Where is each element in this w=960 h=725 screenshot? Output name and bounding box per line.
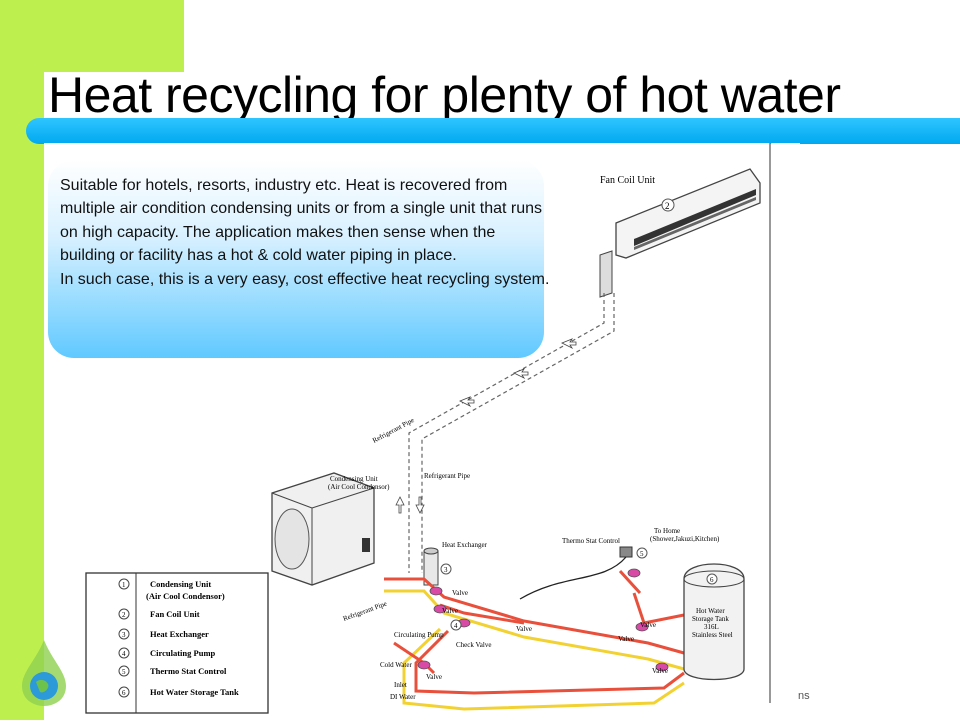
svg-text:To Home: To Home — [654, 527, 680, 535]
diagram-svg: Fan Coil Unit 2 Refrigerant Pipe Refrige… — [85, 132, 801, 714]
legend-label: Thermo Stat Control — [150, 666, 227, 676]
svg-text:Valve: Valve — [652, 667, 668, 675]
svg-text:Refrigerant Pipe: Refrigerant Pipe — [424, 472, 470, 480]
callout-4 — [450, 619, 462, 631]
svg-text:4: 4 — [454, 622, 458, 630]
legend-label: (Air Cool Condensor) — [146, 591, 225, 601]
svg-text:6: 6 — [710, 576, 714, 584]
legend-number-6 — [118, 686, 130, 698]
description-paragraph-2: In such case, this is a very easy, cost … — [60, 270, 550, 288]
legend-number-text: 1 — [122, 581, 126, 589]
title-underline-bar — [26, 118, 960, 144]
eco-droplet-logo-icon — [14, 638, 74, 708]
diagram-legend — [85, 572, 269, 714]
svg-text:Heat Exchanger: Heat Exchanger — [442, 541, 488, 549]
description-callout — [48, 160, 544, 358]
svg-text:Valve: Valve — [452, 589, 468, 597]
legend-rows: 1 Condensing Unit (Air Cool Condensor) 2 Fan… — [118, 578, 239, 698]
svg-text:Thermo Stat Control: Thermo Stat Control — [562, 537, 620, 545]
svg-text:316L: 316L — [704, 623, 719, 631]
svg-text:Valve: Valve — [516, 625, 532, 633]
svg-text:DI Water: DI Water — [390, 693, 416, 701]
svg-text:Hot Water: Hot Water — [696, 607, 725, 615]
legend-label: Circulating Pump — [150, 648, 216, 658]
description-paragraph-1: Suitable for hotels, resorts, industry e… — [60, 177, 543, 265]
legend-number-5 — [118, 665, 130, 677]
svg-text:2: 2 — [665, 201, 670, 211]
svg-text:Valve: Valve — [442, 607, 458, 615]
green-accent-bar — [0, 0, 44, 720]
description-text: Suitable for hotels, resorts, industry e… — [60, 174, 550, 291]
svg-text:3: 3 — [444, 566, 448, 574]
svg-text:Valve: Valve — [618, 635, 634, 643]
svg-text:5: 5 — [640, 550, 644, 558]
footer-text: ns — [798, 690, 810, 702]
legend-number-text: 4 — [122, 650, 126, 658]
valves — [417, 568, 669, 672]
svg-text:Valve: Valve — [640, 621, 656, 629]
label-fan-coil-unit: Fan Coil Unit — [600, 175, 655, 186]
svg-text:Inlet: Inlet — [394, 681, 407, 689]
flow-arrows — [395, 338, 577, 514]
hot-water-storage-tank — [683, 563, 745, 681]
svg-text:Stainless Steel: Stainless Steel — [692, 631, 733, 639]
legend-label: Heat Exchanger — [150, 629, 209, 639]
svg-text:Circulating Pump: Circulating Pump — [394, 631, 444, 639]
legend-number-3 — [118, 628, 130, 640]
svg-text:Cold Water: Cold Water — [380, 661, 412, 669]
legend-number-text: 2 — [122, 611, 126, 619]
callout-6 — [706, 573, 718, 585]
svg-text:Valve: Valve — [426, 673, 442, 681]
slide-title: Heat recycling for plenty of hot water — [48, 67, 841, 123]
legend-number-2 — [118, 608, 130, 620]
callout-3 — [440, 563, 452, 575]
legend-label: Condensing Unit — [150, 579, 211, 589]
fan-coil-unit — [599, 168, 761, 298]
water-pipes — [384, 569, 685, 711]
legend-label: Hot Water Storage Tank — [150, 687, 239, 697]
svg-text:(Air Cool Condensor): (Air Cool Condensor) — [328, 483, 390, 491]
svg-text:Condensing Unit: Condensing Unit — [330, 475, 378, 483]
svg-text:(Shower,Jakuzi,Kitchen): (Shower,Jakuzi,Kitchen) — [650, 535, 720, 543]
callout-5 — [636, 547, 648, 559]
legend-label: Fan Coil Unit — [150, 609, 200, 619]
svg-text:Check Valve: Check Valve — [456, 641, 491, 649]
svg-text:Refrigerant Pipe: Refrigerant Pipe — [342, 600, 388, 623]
legend-number-text: 3 — [122, 631, 126, 639]
svg-text:Storage Tank: Storage Tank — [692, 615, 729, 623]
legend-number-text: 5 — [122, 668, 126, 676]
legend-number-4 — [118, 647, 130, 659]
thermo-stat-control — [619, 546, 633, 558]
condensing-unit — [271, 472, 375, 586]
legend-number-text: 6 — [122, 689, 126, 697]
legend-number-1 — [118, 578, 130, 590]
callout-2 — [661, 198, 675, 212]
